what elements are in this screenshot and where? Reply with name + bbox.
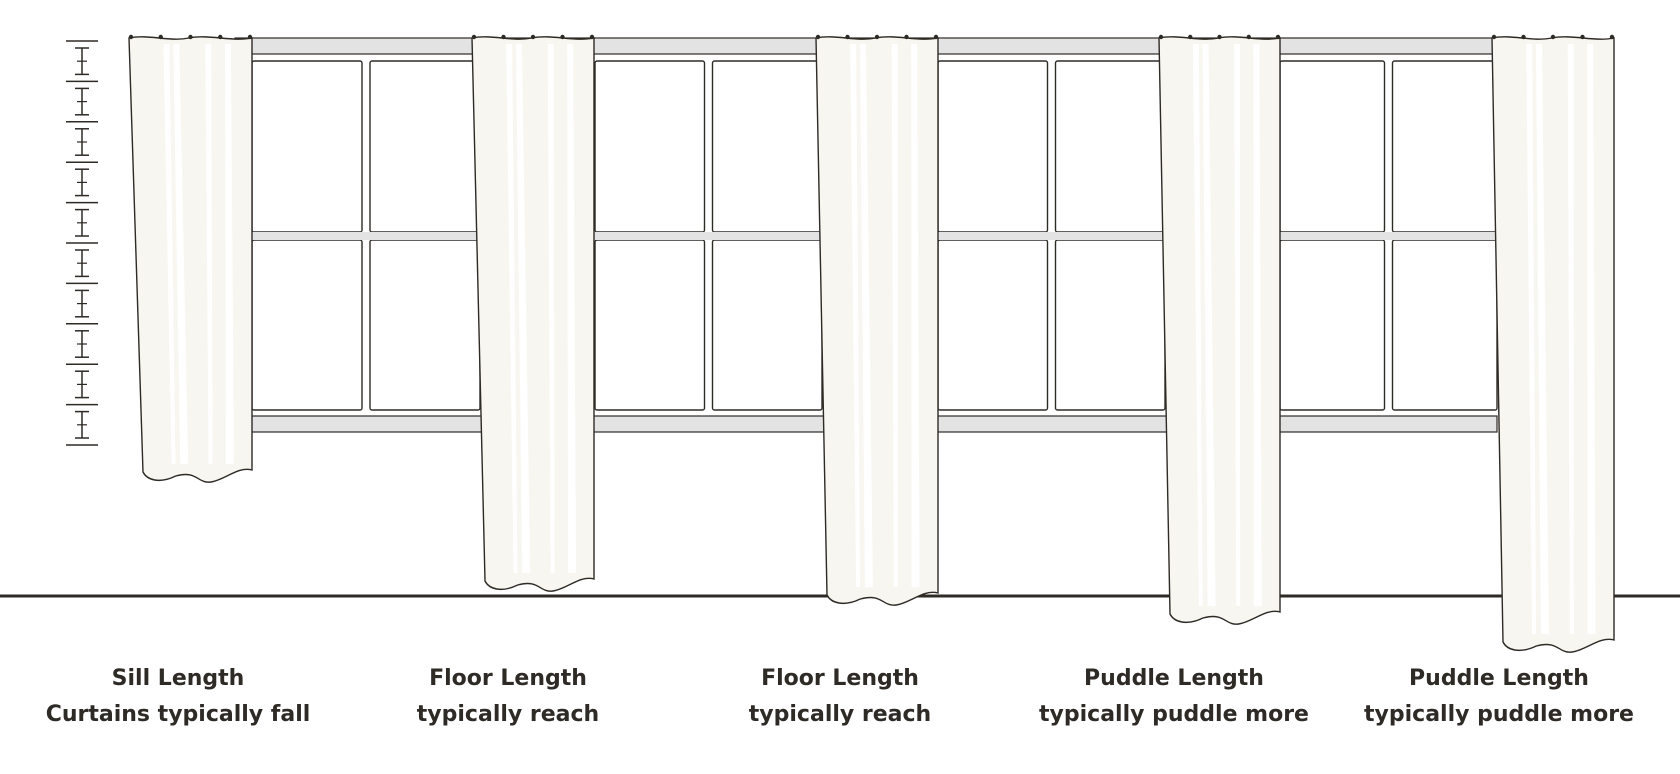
- window-pane: [369, 60, 481, 233]
- curtain-fold: [911, 44, 920, 587]
- curtain-ring: [845, 34, 850, 40]
- curtain-fold: [205, 44, 213, 464]
- window-pane: [251, 60, 363, 233]
- curtain-fold: [163, 44, 176, 464]
- label-caption: typically puddle more: [1039, 702, 1309, 727]
- window-panes: [248, 60, 1501, 411]
- window-pane: [1391, 239, 1498, 411]
- curtain-fold: [567, 44, 577, 573]
- curtain-fabric: [128, 36, 253, 483]
- curtain-ring: [1246, 34, 1251, 40]
- curtain-fabric: [1491, 36, 1615, 653]
- window-pane: [594, 60, 706, 233]
- curtain-ring: [530, 34, 536, 40]
- window-mullion: [248, 232, 484, 240]
- curtain-ring: [188, 34, 193, 40]
- label-type: Puddle Length: [1084, 666, 1264, 691]
- curtain-ring: [1275, 34, 1281, 40]
- curtain-fold: [1535, 44, 1549, 634]
- curtain-panel: [815, 34, 939, 606]
- window-pane: [594, 239, 706, 411]
- window-pane: [1391, 60, 1498, 233]
- curtain-fold: [1587, 44, 1596, 634]
- label-puddle-length-1: Puddle Length typically puddle more: [1024, 661, 1324, 733]
- curtain-ring: [1158, 34, 1164, 40]
- window-pane: [937, 239, 1049, 411]
- curtain-fabric: [815, 36, 939, 606]
- label-caption: Curtains typically fall: [45, 702, 311, 727]
- window-pane: [1279, 239, 1386, 411]
- label-floor-length-2: Floor Length typically reach: [690, 661, 990, 733]
- curtain-ring: [815, 34, 821, 40]
- window-mullion: [1276, 232, 1501, 240]
- label-type: Puddle Length: [1409, 666, 1589, 691]
- window-pane: [1054, 239, 1166, 411]
- curtain-ring: [128, 34, 134, 40]
- curtain-fold: [1567, 44, 1574, 634]
- window-pane: [1279, 60, 1386, 233]
- curtain-ring: [218, 34, 223, 40]
- window-pane: [937, 60, 1049, 233]
- curtains: [128, 34, 1615, 653]
- window-mullion: [591, 232, 826, 240]
- curtain-fabric: [1158, 36, 1281, 625]
- curtain-ring: [158, 34, 163, 40]
- window-pane: [251, 239, 363, 411]
- curtain-ring: [1550, 34, 1556, 40]
- label-type: Floor Length: [761, 666, 919, 691]
- label-sill-length: Sill Length Curtains typically fall: [28, 661, 328, 733]
- curtain-fold: [547, 44, 555, 573]
- curtain-fold: [1202, 44, 1216, 606]
- window-pane: [711, 60, 823, 233]
- window-mullion: [934, 232, 1169, 240]
- curtain-panel: [471, 34, 595, 592]
- curtain-fold: [506, 44, 518, 573]
- label-type: Sill Length: [111, 666, 245, 691]
- curtain-ring: [1217, 34, 1222, 40]
- curtain-fold: [1234, 44, 1241, 606]
- label-caption: typically reach: [416, 702, 600, 727]
- curtain-fold: [515, 44, 531, 573]
- curtain-fold: [1253, 44, 1262, 606]
- curtain-panel: [1158, 34, 1281, 625]
- window-pane: [711, 239, 823, 411]
- window-pane: [369, 239, 481, 411]
- label-caption: typically puddle more: [1364, 702, 1634, 727]
- curtain-ring: [247, 34, 253, 40]
- curtain-fold: [891, 44, 898, 587]
- curtain-panel: [128, 34, 253, 483]
- curtain-fabric: [471, 36, 595, 592]
- curtain-ring: [560, 34, 565, 40]
- curtain-fold: [224, 44, 235, 464]
- curtain-ring: [1580, 34, 1585, 40]
- curtain-fold: [1192, 44, 1203, 606]
- window-wall: [234, 37, 1501, 433]
- curtain-fold: [173, 44, 189, 464]
- curtain-ring: [1188, 34, 1193, 40]
- curtain-ring: [589, 34, 595, 40]
- curtain-ring: [933, 34, 939, 40]
- label-type: Floor Length: [429, 666, 587, 691]
- curtain-ring: [874, 34, 880, 40]
- curtain-ring: [904, 34, 909, 40]
- curtain-ring: [471, 34, 477, 40]
- curtain-fold: [1526, 44, 1537, 634]
- curtain-panel: [1491, 34, 1615, 653]
- height-ruler: [66, 40, 98, 446]
- curtain-fold: [859, 44, 873, 587]
- curtain-fold: [850, 44, 861, 587]
- label-caption: typically reach: [748, 702, 932, 727]
- curtain-ring: [1521, 34, 1526, 40]
- window-pane: [1054, 60, 1166, 233]
- label-floor-length-1: Floor Length typically reach: [358, 661, 658, 733]
- curtain-ring: [1609, 34, 1615, 40]
- curtain-ring: [501, 34, 506, 40]
- curtain-ring: [1491, 34, 1497, 40]
- label-puddle-length-2: Puddle Length typically puddle more: [1349, 661, 1649, 733]
